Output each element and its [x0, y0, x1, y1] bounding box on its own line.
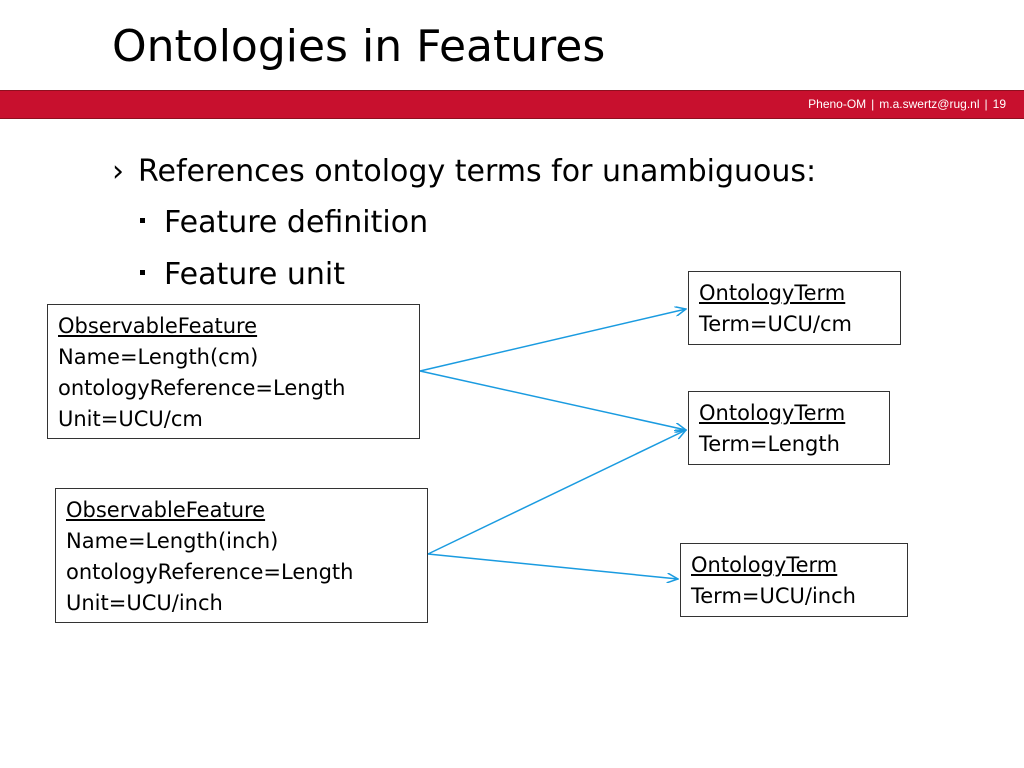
bullet-sub-text: Feature definition	[164, 205, 429, 240]
footer-project: Pheno-OM	[808, 97, 867, 111]
feature-unit: Unit=UCU/inch	[66, 591, 223, 615]
bullet-main-text: References ontology terms for unambiguou…	[138, 154, 817, 189]
arrow-feature1-to-length	[419, 370, 686, 430]
ontology-term-box-ucu-cm: OntologyTerm Term=UCU/cm	[688, 271, 901, 345]
feature-header: ObservableFeature	[58, 314, 258, 338]
footer-page-number: 19	[992, 97, 1006, 111]
feature-unit: Unit=UCU/cm	[58, 407, 203, 431]
square-bullet-icon	[140, 218, 145, 223]
feature-name: Name=Length(cm)	[58, 345, 259, 369]
bullet-sub-text: Feature unit	[164, 257, 346, 292]
header-bar: Pheno-OM | m.a.swertz@rug.nl | 19	[0, 90, 1024, 119]
bullet-main: › References ontology terms for unambiguo…	[112, 152, 816, 192]
feature-name: Name=Length(inch)	[66, 529, 279, 553]
feature-ontology-reference: ontologyReference=Length	[66, 560, 354, 584]
slide-footer: Pheno-OM | m.a.swertz@rug.nl | 19	[808, 97, 1006, 111]
square-bullet-icon	[140, 270, 145, 275]
observable-feature-box-inch: ObservableFeature Name=Length(inch) onto…	[55, 488, 428, 623]
term-value: Term=Length	[699, 432, 840, 456]
term-value: Term=UCU/cm	[699, 312, 852, 336]
term-header: OntologyTerm	[699, 401, 846, 425]
arrow-feature2-to-length	[427, 430, 686, 555]
arrow-feature1-to-ucu-cm	[419, 309, 686, 372]
ontology-term-box-ucu-inch: OntologyTerm Term=UCU/inch	[680, 543, 908, 617]
slide-title: Ontologies in Features	[112, 21, 606, 72]
bullet-feature-definition: Feature definition	[140, 203, 428, 243]
term-header: OntologyTerm	[699, 281, 846, 305]
footer-separator: |	[984, 97, 988, 111]
feature-ontology-reference: ontologyReference=Length	[58, 376, 346, 400]
footer-email: m.a.swertz@rug.nl	[879, 97, 980, 111]
feature-header: ObservableFeature	[66, 498, 266, 522]
bullet-feature-unit: Feature unit	[140, 255, 345, 295]
footer-separator: |	[871, 97, 875, 111]
term-header: OntologyTerm	[691, 553, 838, 577]
term-value: Term=UCU/inch	[691, 584, 856, 608]
observable-feature-box-cm: ObservableFeature Name=Length(cm) ontolo…	[47, 304, 420, 439]
ontology-term-box-length: OntologyTerm Term=Length	[688, 391, 890, 465]
chevron-right-icon: ›	[112, 154, 124, 189]
arrow-feature2-to-ucu-inch	[427, 553, 678, 579]
